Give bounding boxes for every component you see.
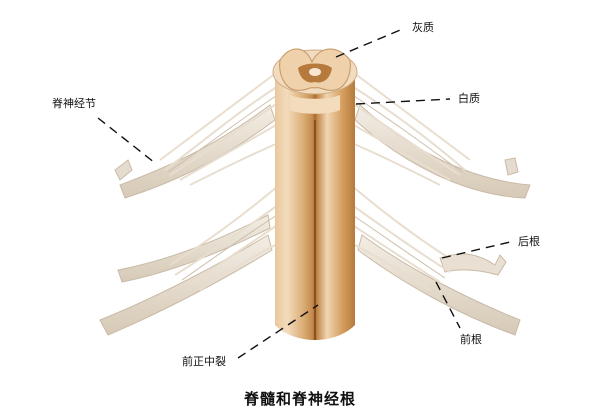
lower-right-nerve <box>357 234 521 336</box>
leader-posterior-root <box>441 241 511 259</box>
spinal-cord <box>272 48 358 340</box>
label-white-matter: 白质 <box>458 92 480 105</box>
leader-anterior-root <box>435 281 461 329</box>
upper-left-nerve <box>114 104 276 199</box>
leader-lines <box>97 27 511 359</box>
label-anterior-root: 前根 <box>460 333 482 346</box>
label-spinal-ganglion: 脊神经节 <box>52 97 96 110</box>
leader-gray-matter <box>335 27 406 58</box>
figure-caption: 脊髓和脊神经根 <box>243 390 356 408</box>
leader-spinal-ganglion <box>97 117 156 164</box>
label-gray-matter: 灰质 <box>412 21 434 34</box>
leader-anterior-median-fissure <box>237 304 319 359</box>
leader-white-matter <box>355 98 451 105</box>
lower-left-nerve <box>99 214 273 336</box>
rootlets <box>159 69 471 291</box>
label-anterior-median-fissure: 前正中裂 <box>182 355 226 368</box>
label-posterior-root: 后根 <box>518 235 540 248</box>
